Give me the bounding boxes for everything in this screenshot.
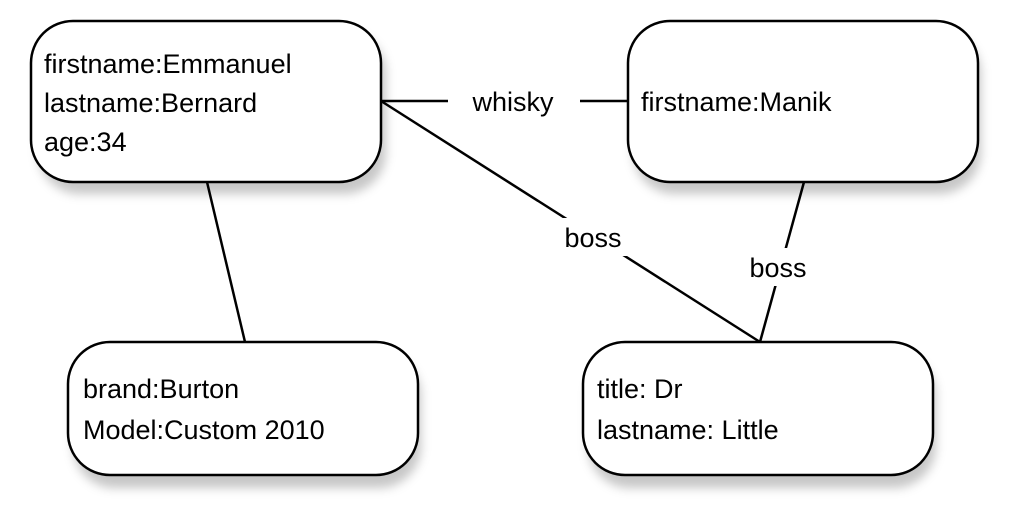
node-burton[interactable]: brand:Burton Model:Custom 2010 [66,340,420,477]
node-burton-line-2: Model:Custom 2010 [83,415,325,445]
node-little-line-2: lastname: Little [597,415,779,445]
node-little-line-1: title: Dr [597,374,683,404]
node-emmanuel-line-2: lastname:Bernard [44,88,257,118]
node-manik[interactable]: firstname:Manik [626,19,980,184]
edge-label-boss-emmanuel: boss [564,223,621,253]
node-emmanuel-line-1: firstname:Emmanuel [44,49,292,79]
edge-emmanuel-burton [205,181,247,343]
edge-label-bg-boss-1 [552,218,630,256]
edge-label-bg-boss-2 [738,248,816,286]
node-emmanuel[interactable]: firstname:Emmanuel lastname:Bernard age:… [29,19,383,184]
node-little[interactable]: title: Dr lastname: Little [581,340,935,477]
edge-labels: whisky boss boss [471,87,816,286]
node-emmanuel-line-3: age:34 [44,127,127,157]
node-burton-line-1: brand:Burton [83,374,239,404]
edge-label-boss-manik: boss [749,253,806,283]
node-manik-line-1: firstname:Manik [641,87,832,117]
edge-label-whisky: whisky [471,87,554,117]
